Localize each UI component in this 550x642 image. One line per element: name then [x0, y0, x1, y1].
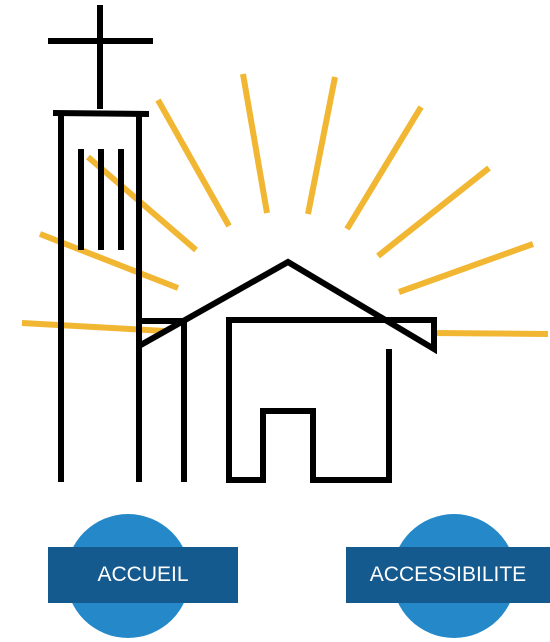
accueil-button[interactable]: ACCUEIL [48, 514, 240, 640]
accueil-button-bar[interactable]: ACCUEIL [48, 547, 238, 603]
sun-ray [240, 73, 270, 214]
accueil-button-label: ACCUEIL [97, 563, 189, 586]
sun-ray [344, 105, 424, 231]
sun-ray [432, 330, 549, 337]
church-outline [48, 5, 437, 483]
accessibilite-button[interactable]: ACCESSIBILITE [346, 514, 550, 640]
sun-ray [155, 98, 232, 228]
sun-ray [305, 76, 338, 215]
tower-top [52, 110, 150, 117]
accessibilite-button-bar[interactable]: ACCESSIBILITE [346, 547, 550, 603]
sun-ray [21, 320, 166, 334]
roof [137, 258, 437, 483]
accessibilite-button-label: ACCESSIBILITE [369, 563, 527, 586]
sun-ray [397, 241, 535, 295]
sun-ray [376, 165, 491, 259]
